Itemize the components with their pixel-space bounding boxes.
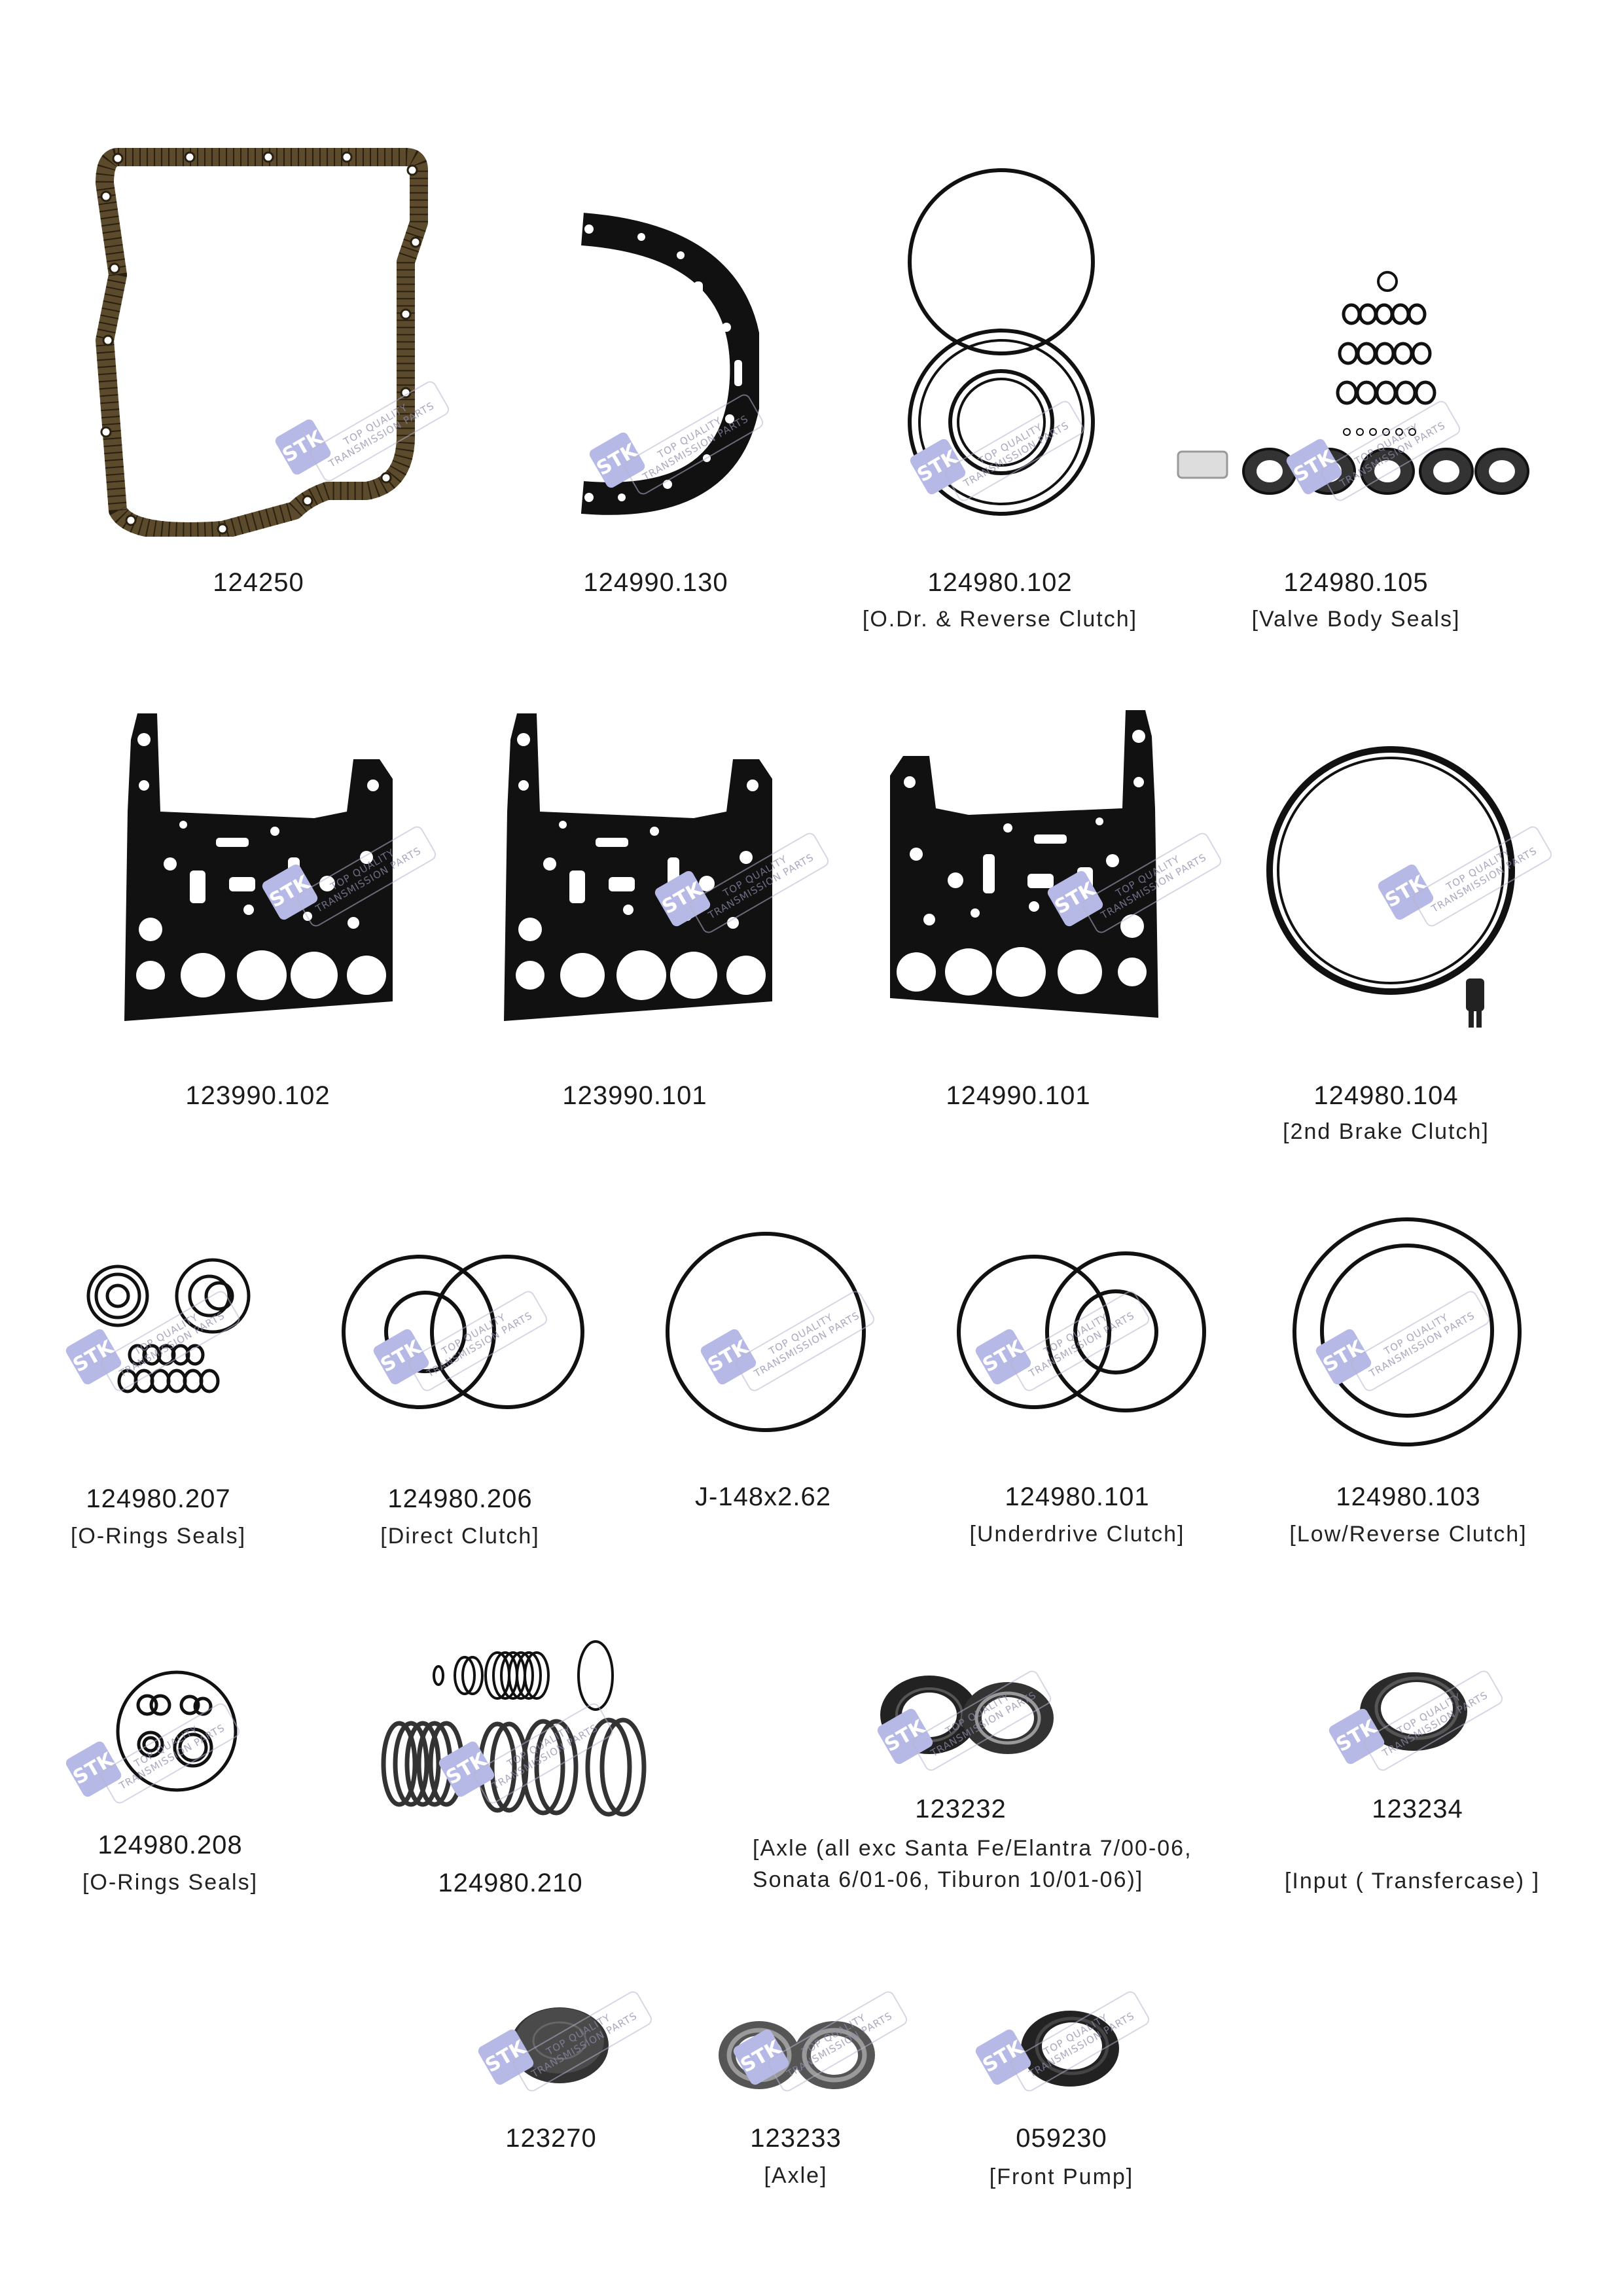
part-number: 123990.101 [562,1081,707,1110]
part-number: 124990.101 [946,1081,1091,1110]
arc-gasket-image [580,213,759,515]
seal-rings-image [908,168,1095,516]
part-description: [Direct Clutch] [380,1524,540,1549]
part-number: 124980.206 [387,1484,533,1513]
part-description: [Axle] [764,2163,828,2188]
part-number: 123232 [915,1795,1007,1823]
part-description: [Valve Body Seals] [1251,607,1461,632]
part-number: 123234 [1372,1795,1463,1823]
part-description: [Low/Reverse Clutch] [1289,1522,1527,1547]
separator-plate-image [124,713,393,1021]
part-number: 124980.210 [438,1869,583,1897]
underdrive-clutch-rings-image [957,1251,1206,1412]
separator-plate-image [890,710,1158,1018]
part-number: 124250 [213,568,304,597]
part-description: [2nd Brake Clutch] [1283,1119,1489,1144]
seal-rings-set-image [381,1640,647,1817]
part-description: [Underdrive Clutch] [969,1522,1185,1547]
front-pump-seal-image [1021,2011,1119,2087]
part-description: [Input ( Transfercase) ] [1284,1869,1541,1893]
input-seal-image [1360,1672,1467,1751]
o-ring-image [666,1232,866,1432]
part-number: 124980.104 [1313,1081,1459,1110]
pan-gasket-image [96,148,428,537]
description-line: [Axle (all exc Santa Fe/Elantra 7/00-06, [753,1836,1192,1861]
o-rings-image [116,1670,238,1792]
part-number: 059230 [1016,2124,1107,2153]
part-number: 124980.207 [86,1484,231,1513]
part-number: 124980.101 [1005,1482,1150,1511]
brake-clutch-ring-image [1266,746,1515,1028]
o-rings-image [86,1258,251,1393]
description-line: Sonata 6/01-06, Tiburon 10/01-06)] [753,1867,1144,1892]
direct-clutch-rings-image [342,1255,584,1409]
seal-cap-image [510,2007,609,2083]
part-number: 124980.102 [927,568,1073,597]
part-description: [Axle (all exc Santa Fe/Elantra 7/00-06,… [753,1833,1192,1895]
part-description: [O.Dr. & Reverse Clutch] [862,607,1138,632]
part-number: 123270 [505,2124,597,2153]
part-description: [O-Rings Seals] [70,1524,247,1549]
part-number: 123990.102 [185,1081,330,1110]
part-number: 124980.208 [98,1831,243,1859]
part-number: 124980.105 [1283,568,1429,597]
part-number: 124980.103 [1336,1482,1481,1511]
part-description: [Front Pump] [989,2164,1134,2189]
part-number: 123233 [750,2124,842,2153]
low-reverse-clutch-rings-image [1293,1217,1522,1446]
part-number: J-148x2.62 [695,1482,831,1511]
part-number: 124990.130 [583,568,728,597]
part-description: [O-Rings Seals] [82,1870,259,1895]
